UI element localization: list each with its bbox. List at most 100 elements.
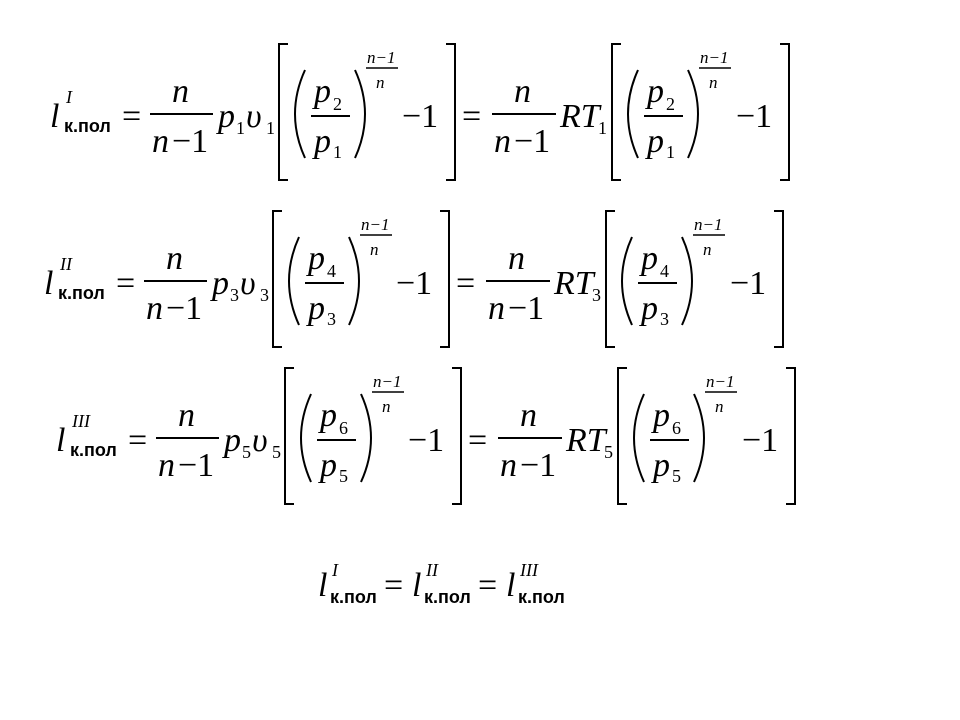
- equals-sign-b: =: [478, 567, 497, 604]
- exponent-numerator: n−1: [361, 215, 389, 234]
- work-symbol-2: l: [412, 567, 421, 604]
- ratio-numerator-index: 4: [327, 261, 336, 281]
- temperature-index: 1: [598, 118, 607, 138]
- equals-sign: =: [122, 98, 141, 135]
- exponent-denominator: n: [376, 73, 385, 92]
- left-paren-2: [621, 236, 633, 326]
- fraction-2-denominator-n: n: [494, 123, 511, 160]
- right-paren: [348, 236, 360, 326]
- minus-one: −1: [396, 265, 432, 302]
- fraction-denominator-n: n: [146, 290, 163, 327]
- work-symbol: l: [50, 98, 59, 135]
- fraction-2-denominator-minus-one: −1: [514, 123, 550, 160]
- equals-sign-2: =: [462, 98, 481, 135]
- fraction-numerator: n: [178, 397, 195, 434]
- stage-superscript: I: [65, 87, 73, 107]
- temperature-index: 5: [604, 442, 613, 462]
- exponent-2-numerator: n−1: [694, 215, 722, 234]
- equation-1: l I к.пол = n n −1 p 1 υ 1 p 2 p 1 n−1 n…: [50, 43, 790, 181]
- right-paren-2: [681, 236, 693, 326]
- equals-sign: =: [116, 265, 135, 302]
- stage-subscript: к.пол: [64, 116, 111, 136]
- pressure-symbol: p: [222, 422, 241, 459]
- equals-sign-2: =: [456, 265, 475, 302]
- ratio-denominator-index: 5: [339, 466, 348, 486]
- specific-volume-index: 3: [260, 285, 269, 305]
- equals-sign: =: [128, 422, 147, 459]
- fraction-denominator-n: n: [158, 447, 175, 484]
- ratio-denominator-index: 1: [333, 142, 342, 162]
- left-bracket: [284, 367, 294, 505]
- specific-volume-index: 1: [266, 118, 275, 138]
- right-bracket-2: [774, 210, 784, 348]
- exponent-denominator: n: [382, 397, 391, 416]
- ratio-2-numerator: p: [645, 73, 664, 110]
- fraction-denominator-minus-one: −1: [172, 123, 208, 160]
- left-paren: [300, 393, 312, 483]
- ratio-2-numerator-index: 6: [672, 418, 681, 438]
- ratio-2-denominator: p: [639, 290, 658, 327]
- work-symbol: l: [44, 265, 53, 302]
- right-paren: [354, 69, 366, 159]
- ratio-numerator-index: 6: [339, 418, 348, 438]
- equation-3: l III к.пол = n n −1 p 5 υ 5 p 6 p 5 n−1…: [56, 367, 796, 505]
- exponent-2-numerator: n−1: [706, 372, 734, 391]
- stage-subscript: к.пол: [70, 440, 117, 460]
- right-bracket: [452, 367, 462, 505]
- pressure-symbol: p: [210, 265, 229, 302]
- minus-one: −1: [402, 98, 438, 135]
- equation-2: l II к.пол = n n −1 p 3 υ 3 p 4 p 3 n−1 …: [44, 210, 784, 348]
- exponent-2-denominator: n: [703, 240, 712, 259]
- left-bracket-2: [611, 43, 621, 181]
- stage-subscript-3: к.пол: [518, 587, 565, 607]
- exponent-numerator: n−1: [373, 372, 401, 391]
- fraction-numerator: n: [166, 240, 183, 277]
- work-symbol: l: [56, 422, 65, 459]
- specific-volume-symbol: υ: [240, 265, 256, 302]
- specific-volume-symbol: υ: [246, 98, 262, 135]
- pressure-index: 3: [230, 285, 239, 305]
- right-paren-2: [693, 393, 705, 483]
- temperature-index: 3: [592, 285, 601, 305]
- gas-constant-temperature: RT: [553, 265, 596, 302]
- exponent-2-numerator: n−1: [700, 48, 728, 67]
- gas-constant-temperature: RT: [565, 422, 608, 459]
- work-symbol-3: l: [506, 567, 515, 604]
- fraction-numerator: n: [172, 73, 189, 110]
- fraction-2-denominator-minus-one: −1: [520, 447, 556, 484]
- fraction-2-numerator: n: [520, 397, 537, 434]
- fraction-2-denominator-n: n: [488, 290, 505, 327]
- minus-one: −1: [408, 422, 444, 459]
- ratio-2-denominator-index: 5: [672, 466, 681, 486]
- exponent-numerator: n−1: [367, 48, 395, 67]
- ratio-denominator: p: [306, 290, 325, 327]
- exponent-2-denominator: n: [709, 73, 718, 92]
- ratio-denominator-index: 3: [327, 309, 336, 329]
- ratio-numerator: p: [318, 397, 337, 434]
- minus-one-2: −1: [742, 422, 778, 459]
- fraction-denominator-minus-one: −1: [178, 447, 214, 484]
- stage-superscript-3: III: [519, 560, 539, 580]
- ratio-numerator: p: [306, 240, 325, 277]
- left-bracket-2: [617, 367, 627, 505]
- right-bracket-2: [780, 43, 790, 181]
- fraction-denominator-minus-one: −1: [166, 290, 202, 327]
- stage-superscript: II: [59, 254, 73, 274]
- ratio-2-numerator-index: 4: [660, 261, 669, 281]
- stage-subscript: к.пол: [58, 283, 105, 303]
- left-bracket: [272, 210, 282, 348]
- right-bracket-2: [786, 367, 796, 505]
- right-paren-2: [687, 69, 699, 159]
- specific-volume-index: 5: [272, 442, 281, 462]
- fraction-2-numerator: n: [508, 240, 525, 277]
- exponent-denominator: n: [370, 240, 379, 259]
- ratio-numerator-index: 2: [333, 94, 342, 114]
- fraction-2-numerator: n: [514, 73, 531, 110]
- ratio-denominator: p: [312, 123, 331, 160]
- left-bracket: [278, 43, 288, 181]
- ratio-2-numerator: p: [639, 240, 658, 277]
- pressure-index: 1: [236, 118, 245, 138]
- right-paren: [360, 393, 372, 483]
- right-bracket: [446, 43, 456, 181]
